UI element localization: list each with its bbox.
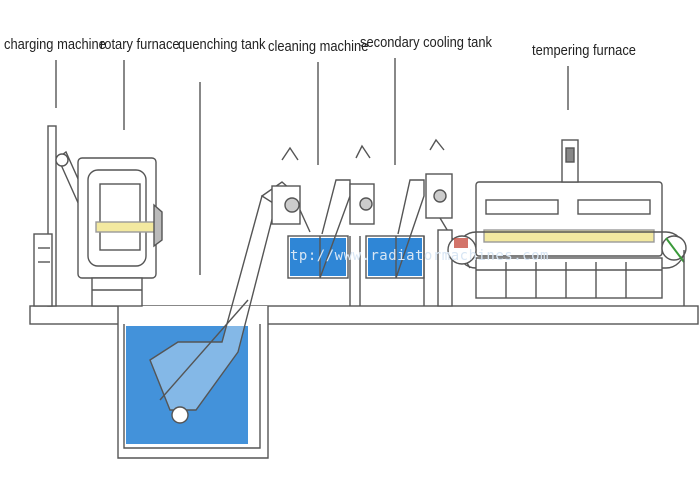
label-tempering-furnace: tempering furnace bbox=[532, 42, 636, 59]
label-quenching-tank: quenching tank bbox=[178, 36, 266, 53]
cleaning-tank-water bbox=[290, 238, 346, 276]
cleaning-tank bbox=[287, 235, 349, 279]
quench-water bbox=[126, 326, 248, 444]
label-cleaning-machine: cleaning machine bbox=[268, 38, 369, 55]
label-charging-machine: charging machine bbox=[4, 36, 106, 53]
rotary-furnace-heat-zone bbox=[95, 221, 157, 233]
tempering-furnace-support bbox=[475, 257, 663, 299]
watermark: tp://www.radiatormachines.com bbox=[290, 248, 549, 264]
tempering-heat-zone bbox=[483, 229, 655, 243]
label-rotary-furnace: rotary furnace bbox=[100, 36, 180, 53]
charging-machine-base bbox=[33, 233, 53, 307]
label-secondary-cooling-tank: secondary cooling tank bbox=[360, 34, 492, 51]
cooling-tank-water bbox=[368, 238, 422, 276]
tempering-furnace-body bbox=[475, 181, 663, 257]
